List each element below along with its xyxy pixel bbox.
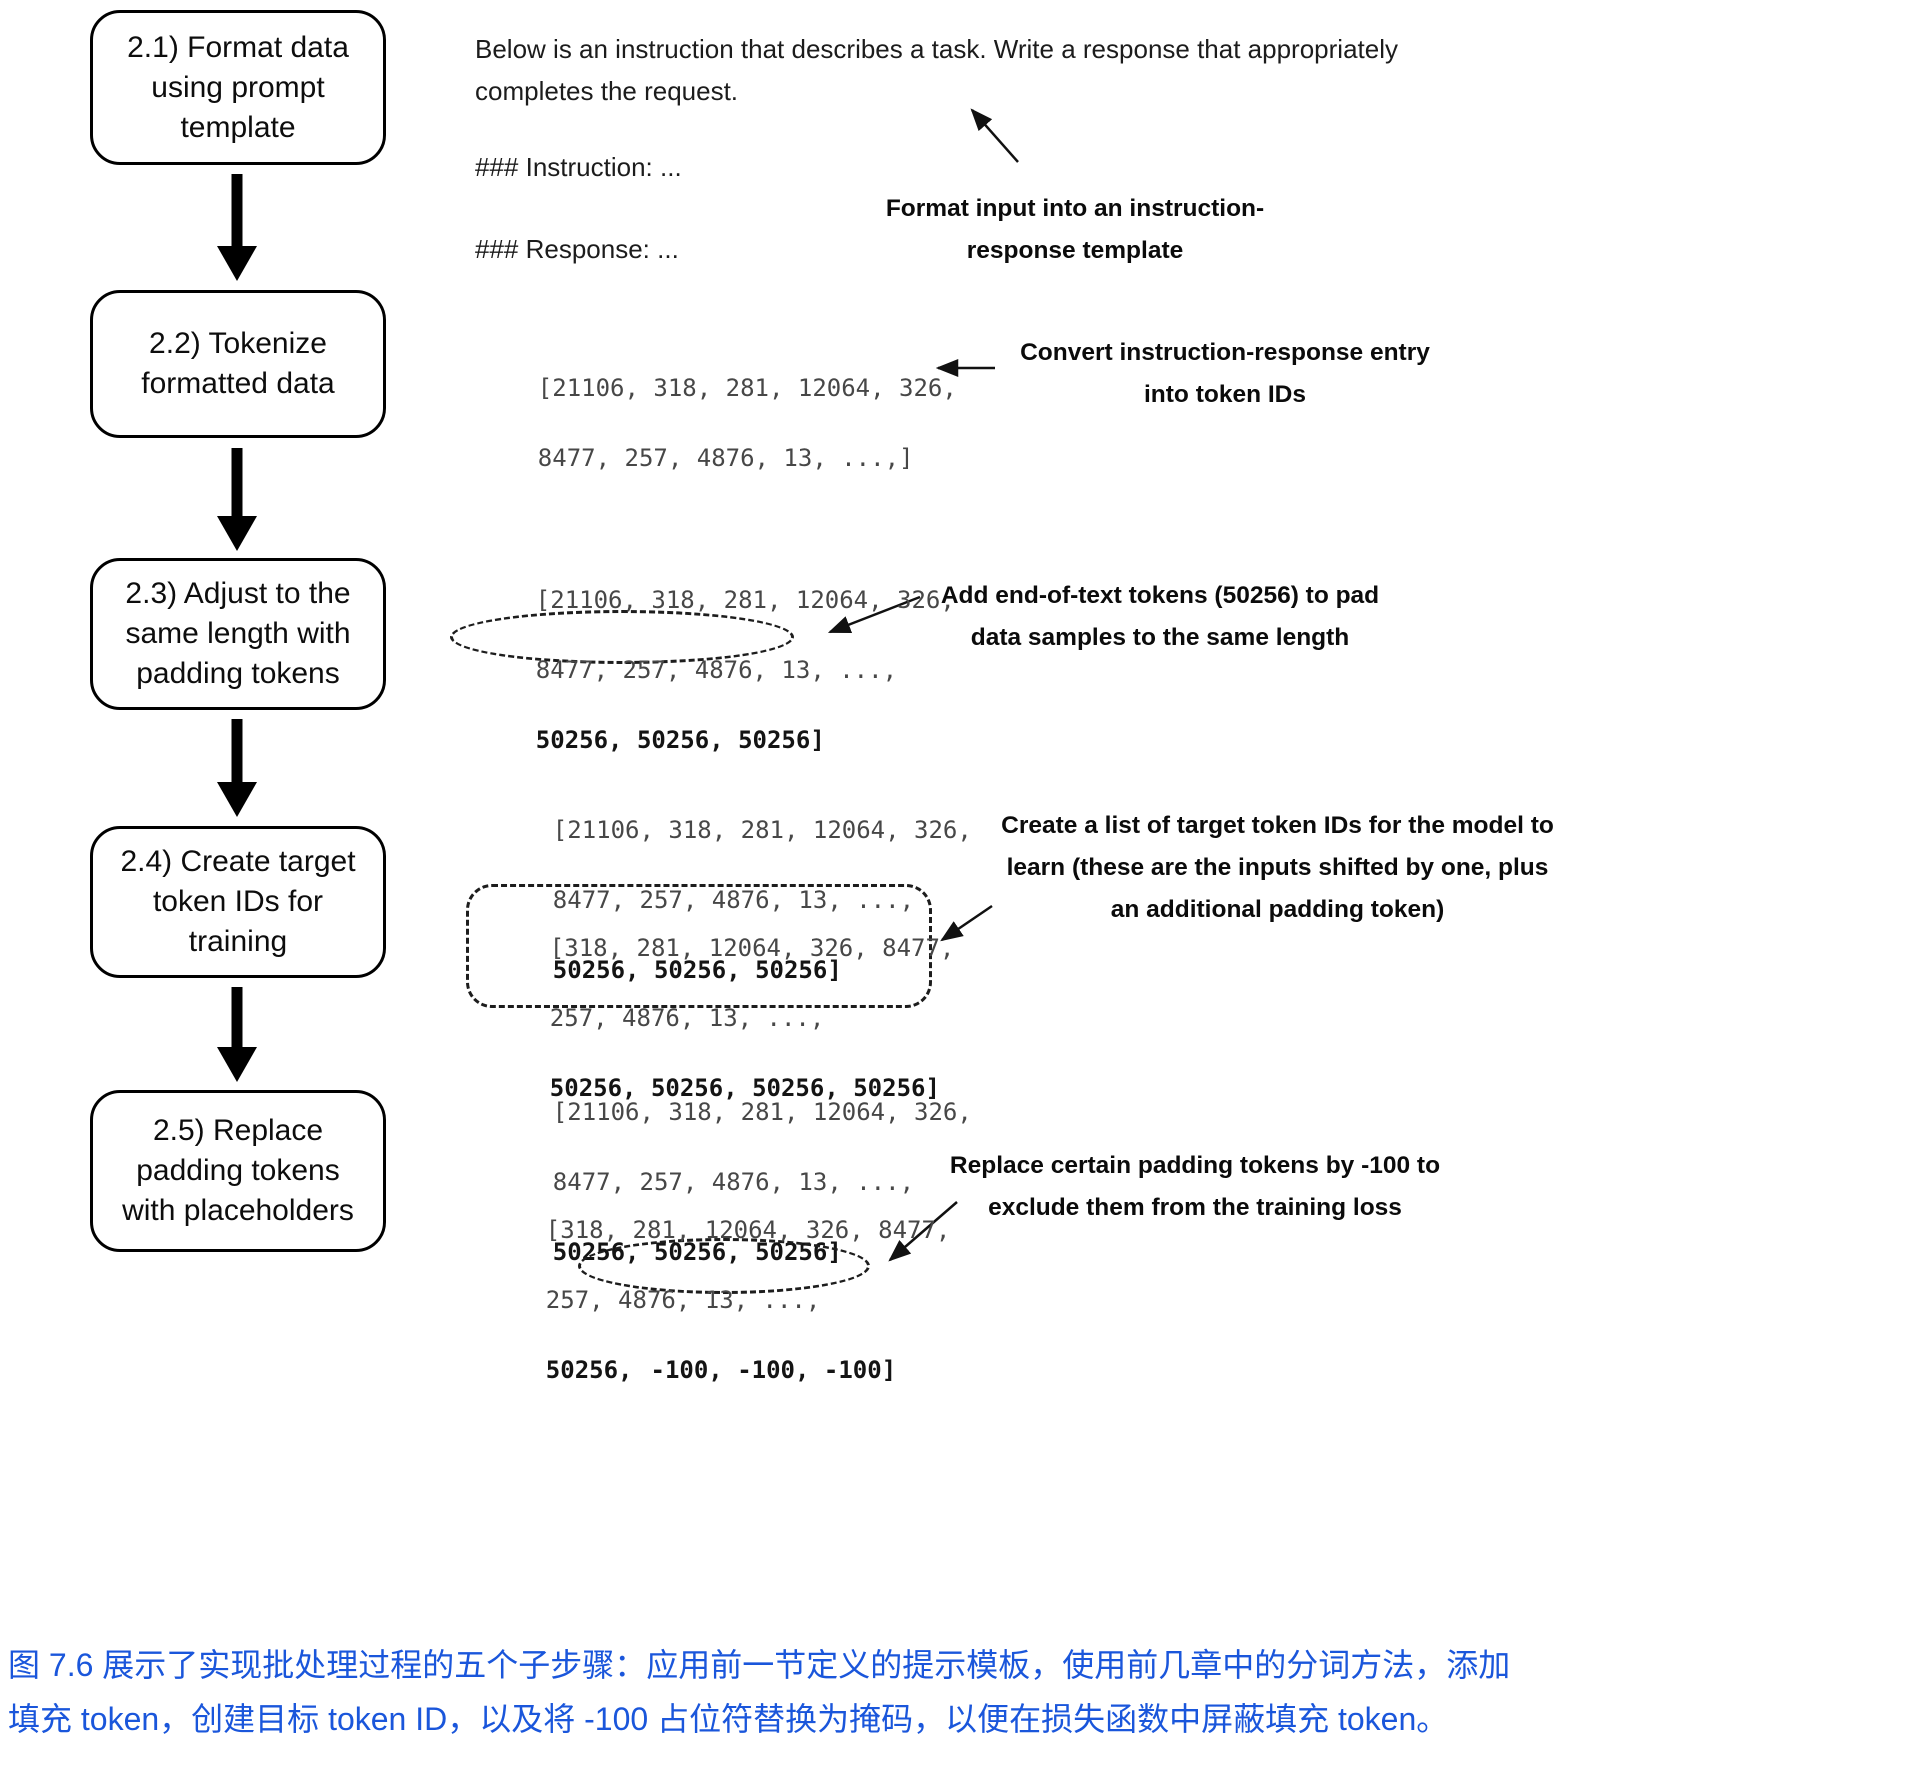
token-line-padding: 50256, (545, 1356, 633, 1384)
flow-step-2-3: 2.3) Adjust to the same length with padd… (90, 558, 386, 710)
target-tokens-rect (466, 884, 932, 1008)
token-list-step23: [21106, 318, 281, 12064, 326, 8477, 257,… (478, 548, 955, 793)
token-line-padding: 50256, 50256, 50256, 50256] (549, 1074, 940, 1102)
token-line: 8477, 257, 4876, 13, ..., (552, 886, 915, 914)
flow-step-label: 2.5) Replace padding tokens with placeho… (122, 1114, 354, 1227)
token-line: [21106, 318, 281, 12064, 326, (537, 374, 957, 402)
token-line: 8477, 257, 4876, 13, ..., (552, 1168, 915, 1196)
flow-step-2-1: 2.1) Format data using prompt template (90, 10, 386, 165)
token-list-step24-inputs: [21106, 318, 281, 12064, 326, 8477, 257,… (495, 778, 972, 1023)
annotation-create-targets: Create a list of target token IDs for th… (1001, 812, 1554, 923)
arrow-to-prompt-template (970, 108, 1019, 163)
flow-step-2-4: 2.4) Create target token IDs for trainin… (90, 826, 386, 978)
response-line: ### Response: ... (475, 234, 679, 264)
annotation-convert-tokens: Convert instruction-response entry into … (1020, 339, 1430, 408)
instruction-line: ### Instruction: ... (475, 152, 682, 182)
annotation-add-padding: Add end-of-text tokens (50256) to pad da… (940, 582, 1380, 651)
flow-step-label: 2.3) Adjust to the same length with padd… (125, 577, 351, 690)
token-line: [21106, 318, 281, 12064, 326, (552, 816, 972, 844)
token-line-padding: 50256, 50256, 50256] (552, 956, 842, 984)
token-list-step24-targets: [318, 281, 12064, 326, 8477, 257, 4876, … (492, 896, 955, 1141)
prompt-template-text: Below is an instruction that describes a… (475, 34, 1398, 106)
flow-arrow-down-2 (217, 448, 257, 551)
token-list-step25-targets: [318, 281, 12064, 326, 8477, 257, 4876, … (488, 1178, 951, 1423)
padding-tokens-oval (450, 610, 794, 664)
masked-tokens-oval (578, 1238, 870, 1294)
flow-step-label: 2.2) Tokenize formatted data (141, 327, 335, 400)
token-line: 8477, 257, 4876, 13, ..., (535, 656, 898, 684)
figure-caption: 图 7.6 展示了实现批处理过程的五个子步骤：应用前一节定义的提示模板，使用前几… (8, 1647, 1511, 1737)
token-line: [318, 281, 12064, 326, 8477, (545, 1216, 951, 1244)
token-line: [318, 281, 12064, 326, 8477, (549, 934, 955, 962)
token-line-padding: 50256, 50256, 50256] (535, 726, 825, 754)
flow-arrow-down-1 (217, 174, 257, 281)
token-line-masked: -100, -100, -100] (650, 1356, 897, 1384)
token-line: 257, 4876, 13, ..., (549, 1004, 825, 1032)
annotation-replace-padding: Replace certain padding tokens by -100 t… (949, 1152, 1441, 1221)
token-line: 257, 4876, 13, ..., (545, 1286, 821, 1314)
flow-arrow-down-3 (217, 719, 257, 817)
token-line: [21106, 318, 281, 12064, 326, (552, 1098, 972, 1126)
flow-step-2-2: 2.2) Tokenize formatted data (90, 290, 386, 438)
flow-arrow-down-4 (217, 987, 257, 1082)
flow-step-label: 2.1) Format data using prompt template (127, 30, 349, 144)
token-list-step22: [21106, 318, 281, 12064, 326, 8477, 257,… (480, 336, 957, 511)
flow-step-2-5: 2.5) Replace padding tokens with placeho… (90, 1090, 386, 1252)
token-line: [21106, 318, 281, 12064, 326, (535, 586, 955, 614)
flow-step-label: 2.4) Create target token IDs for trainin… (120, 845, 356, 958)
token-line: 8477, 257, 4876, 13, ...,] (537, 444, 914, 472)
annotation-format-input: Format input into an instruction- respon… (885, 195, 1265, 264)
